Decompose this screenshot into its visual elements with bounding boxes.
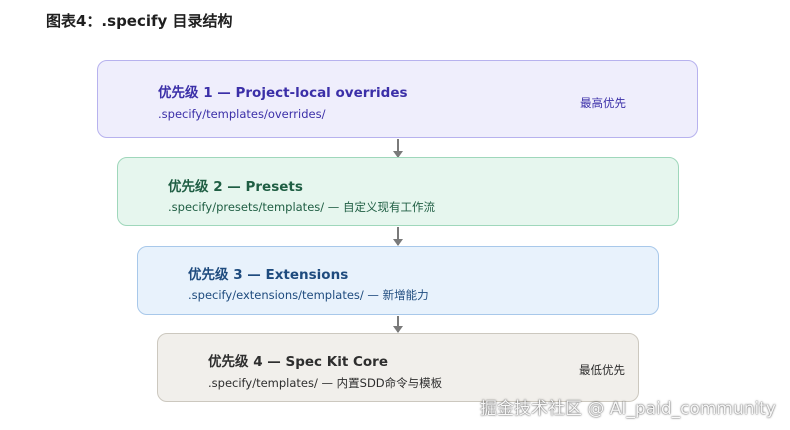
priority-4-box: 优先级 4 — Spec Kit Core .specify/templates… bbox=[157, 333, 639, 402]
arrow-3-to-4 bbox=[393, 316, 403, 333]
priority-3-path: .specify/extensions/templates/ — 新增能力 bbox=[188, 288, 429, 302]
priority-3-box: 优先级 3 — Extensions .specify/extensions/t… bbox=[137, 246, 659, 315]
watermark: 掘金技术社区 @ AI_paid_community bbox=[479, 399, 776, 419]
priority-1-title: 优先级 1 — Project-local overrides bbox=[158, 85, 408, 101]
priority-4-title: 优先级 4 — Spec Kit Core bbox=[208, 354, 388, 370]
priority-2-path: .specify/presets/templates/ — 自定义现有工作流 bbox=[168, 200, 435, 214]
arrow-1-to-2 bbox=[393, 139, 403, 158]
priority-2-box: 优先级 2 — Presets .specify/presets/templat… bbox=[117, 157, 679, 226]
priority-1-box: 优先级 1 — Project-local overrides .specify… bbox=[97, 60, 698, 138]
priority-3-title: 优先级 3 — Extensions bbox=[188, 267, 349, 283]
priority-1-path: .specify/templates/overrides/ bbox=[158, 107, 326, 121]
priority-4-tag: 最低优先 bbox=[579, 363, 625, 377]
figure-title: 图表4：.specify 目录结构 bbox=[46, 12, 233, 30]
priority-1-tag: 最高优先 bbox=[580, 96, 626, 110]
priority-2-title: 优先级 2 — Presets bbox=[168, 179, 303, 195]
priority-4-path: .specify/templates/ — 内置SDD命令与模板 bbox=[208, 376, 443, 390]
arrow-2-to-3 bbox=[393, 227, 403, 246]
